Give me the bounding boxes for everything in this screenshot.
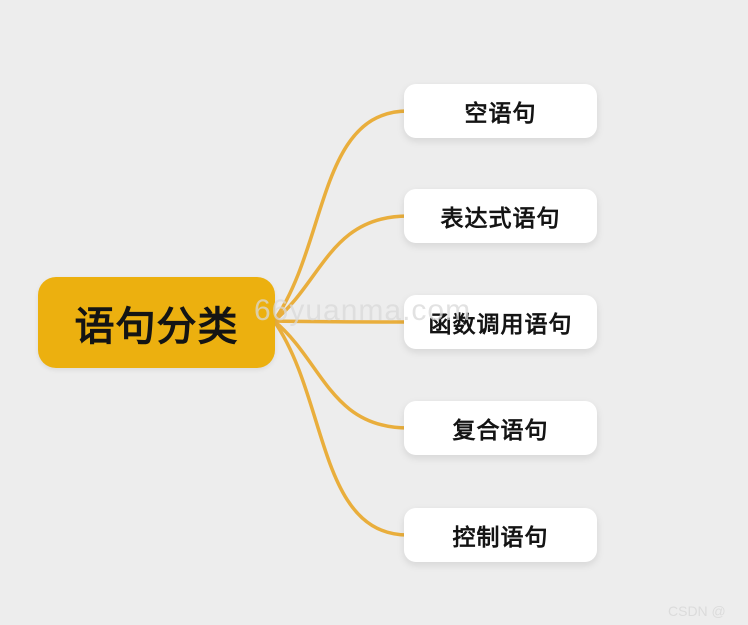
connector-expression-statement: [272, 214, 410, 323]
node-label: 表达式语句: [440, 205, 561, 231]
node-control-statement[interactable]: 控制语句: [404, 508, 597, 562]
connector-empty-statement: [272, 109, 410, 323]
node-compound-statement[interactable]: 复合语句: [404, 401, 597, 455]
node-empty-statement[interactable]: 空语句: [404, 84, 597, 138]
connector-compound-statement: [272, 319, 410, 430]
node-label: 控制语句: [452, 524, 549, 550]
connector-control-statement: [272, 319, 410, 537]
node-expression-statement[interactable]: 表达式语句: [404, 189, 597, 243]
root-node-statement-classification[interactable]: 语句分类: [38, 277, 275, 368]
node-label: 函数调用语句: [428, 311, 573, 337]
connector-function-call-statement: [272, 319, 410, 324]
node-function-call-statement[interactable]: 函数调用语句: [404, 295, 597, 349]
node-label: 复合语句: [452, 417, 549, 443]
root-node-label: 语句分类: [74, 304, 239, 349]
node-label: 空语句: [464, 100, 537, 126]
